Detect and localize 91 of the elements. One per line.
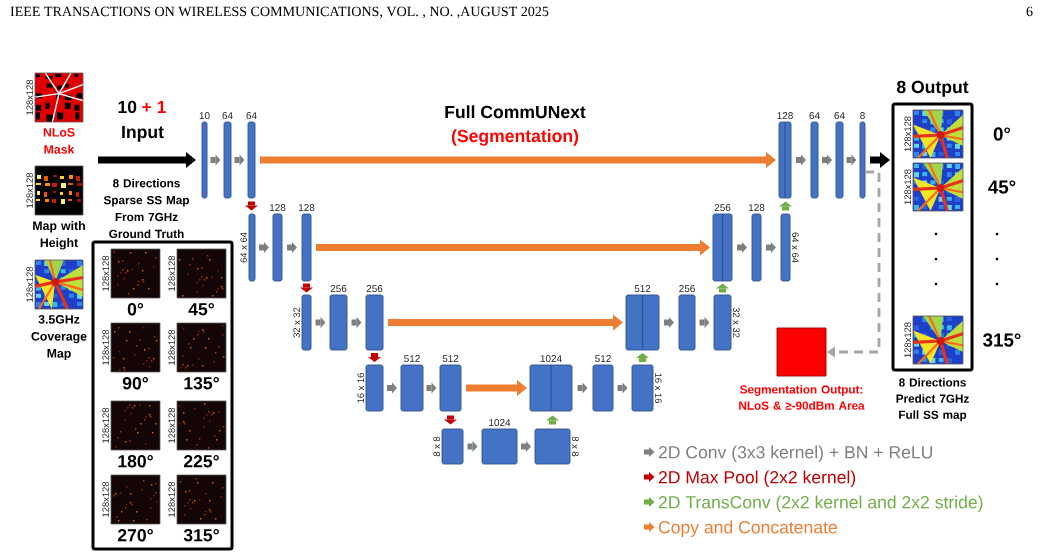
arrow bbox=[796, 154, 806, 166]
size-label: 16 x 16 bbox=[655, 373, 662, 403]
channel-count: 64 bbox=[809, 112, 820, 120]
size-label: 128x128 bbox=[102, 329, 109, 365]
dashed-arrow bbox=[827, 170, 881, 358]
channel-count: 64 bbox=[834, 112, 845, 120]
channel-count: 1024 bbox=[489, 419, 511, 427]
angle-label: 180° bbox=[118, 455, 153, 468]
legend-text: 2D Conv (3x3 kernel) + BN + ReLU bbox=[658, 445, 933, 462]
legend-text: 2D Max Pool (2x2 kernel) bbox=[658, 470, 856, 487]
arrow bbox=[617, 382, 628, 394]
image-caption: NLoS Mask bbox=[43, 128, 75, 154]
arrow bbox=[387, 382, 397, 394]
channel-count: 256 bbox=[366, 285, 383, 293]
channel-count: 512 bbox=[404, 355, 420, 363]
channel-count: 10 bbox=[199, 112, 210, 120]
subtitle: (Segmentation) bbox=[451, 129, 579, 146]
angle-label: 0° bbox=[993, 127, 1011, 141]
size-label: 32 x 32 bbox=[733, 307, 740, 338]
panel-heading: 8 Directions Sparse SS Map From 7GHz Ground Truth bbox=[103, 178, 189, 238]
channel-count: 128 bbox=[298, 204, 315, 212]
output-caption: Segmentation Output: NLoS & ≥-90dBm Area bbox=[739, 385, 865, 410]
angle-label: 45° bbox=[988, 180, 1016, 194]
size-label: 128x128 bbox=[168, 329, 175, 365]
angle-label: 270° bbox=[117, 529, 153, 542]
channel-count: 128 bbox=[777, 112, 793, 120]
angle-label: 315° bbox=[983, 333, 1021, 347]
input-label: + 1 bbox=[142, 100, 166, 113]
arrow bbox=[259, 242, 269, 253]
size-label: 128x128 bbox=[102, 481, 109, 517]
arrow bbox=[426, 382, 437, 394]
size-label: 128x128 bbox=[102, 407, 109, 443]
arrow bbox=[210, 154, 221, 166]
size-label: 128x128 bbox=[168, 255, 175, 291]
angle-label: 90° bbox=[122, 377, 148, 390]
image-caption: Map with Height bbox=[33, 221, 85, 250]
angle-label: 45° bbox=[188, 303, 214, 316]
arrow bbox=[351, 317, 362, 328]
diagram-title: Full CommUNext bbox=[445, 105, 586, 119]
legend-text: Copy and Concatenate bbox=[658, 520, 837, 537]
size-label: 8 x 8 bbox=[572, 436, 579, 457]
image-caption: 3.5GHz Coverage Map bbox=[31, 315, 87, 361]
arrow bbox=[315, 317, 326, 328]
size-label: 8 x 8 bbox=[433, 436, 440, 457]
angle-label: 0° bbox=[127, 303, 144, 316]
arrow bbox=[766, 242, 776, 253]
channel-count: 256 bbox=[330, 285, 347, 293]
running-header: IEEE TRANSACTIONS ON WIRELESS COMMUNICATIONS, VOL. , NO. ,AUGUST 2025 bbox=[10, 6, 549, 19]
size-label: 128x128 bbox=[904, 322, 911, 358]
arrow bbox=[664, 317, 674, 328]
channel-count: 8 bbox=[860, 112, 865, 120]
angle-label: 225° bbox=[183, 455, 219, 468]
channel-count: 64 bbox=[222, 112, 233, 120]
arrow bbox=[699, 317, 710, 328]
size-label: 128x128 bbox=[26, 172, 33, 208]
arrow bbox=[822, 154, 832, 166]
arrow bbox=[234, 154, 245, 166]
channel-count: 512 bbox=[442, 355, 459, 363]
angle-label: 135° bbox=[184, 377, 219, 390]
arrow bbox=[577, 382, 588, 394]
channel-count: 128 bbox=[748, 204, 765, 212]
channel-count: 512 bbox=[634, 285, 651, 293]
arrow bbox=[287, 242, 297, 253]
size-label: 128x128 bbox=[26, 79, 33, 115]
arrow bbox=[737, 242, 747, 253]
size-label: 128x128 bbox=[102, 255, 109, 291]
size-label: 128x128 bbox=[168, 481, 175, 517]
size-label: 128x128 bbox=[168, 407, 175, 443]
size-label: 128x128 bbox=[904, 116, 911, 152]
size-label: 16 x 16 bbox=[357, 373, 364, 403]
size-label: 128x128 bbox=[26, 266, 33, 302]
channel-count: 128 bbox=[269, 204, 286, 212]
arrow bbox=[467, 441, 478, 452]
input-label: Input bbox=[122, 125, 164, 142]
channel-count: 1024 bbox=[540, 355, 562, 363]
channel-count: 512 bbox=[595, 355, 611, 363]
input-label: 10 bbox=[118, 100, 137, 114]
channel-count: 64 bbox=[246, 112, 257, 120]
panel-heading: 8 Output bbox=[896, 80, 969, 97]
size-label: 64 x 64 bbox=[792, 232, 799, 263]
size-label: 128x128 bbox=[904, 169, 911, 205]
angle-label: 315° bbox=[183, 529, 219, 542]
arrow bbox=[521, 441, 531, 452]
arrow bbox=[846, 154, 857, 166]
size-label: 64 x 64 bbox=[240, 232, 247, 263]
legend-text: 2D TransConv (2x2 kernel and 2x2 stride) bbox=[658, 495, 983, 512]
size-label: 32 x 32 bbox=[293, 307, 300, 338]
channel-count: 256 bbox=[714, 204, 731, 212]
channel-count: 256 bbox=[679, 285, 695, 293]
panel-caption: 8 Directions Predict 7GHz Full SS map bbox=[896, 378, 969, 422]
page-number: 6 bbox=[1026, 6, 1033, 17]
